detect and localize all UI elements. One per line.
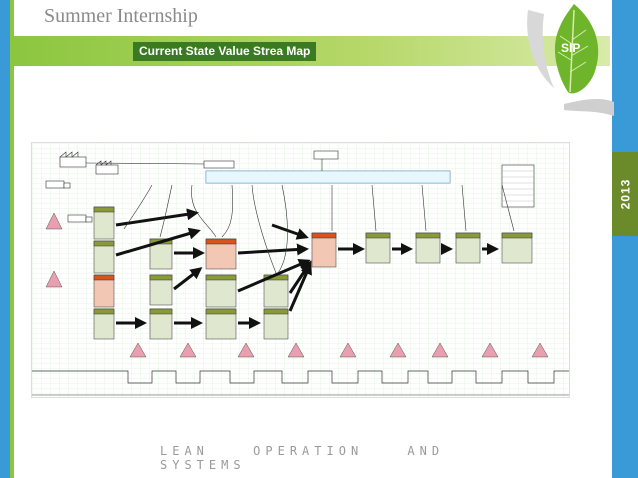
footer-word-and: AND — [407, 444, 445, 458]
footer-word-operation: OPERATION — [253, 444, 364, 458]
factory-icon — [59, 151, 87, 168]
leaf-icon — [527, 4, 614, 116]
left-accent-stripe — [10, 0, 14, 478]
factory-icon — [95, 160, 119, 175]
inventory-triangle-icon — [45, 270, 63, 288]
right-accent-bar — [612, 0, 638, 478]
footer-word-systems: SYSTEMS — [160, 458, 246, 472]
truck-icon — [67, 214, 93, 223]
slide-subtitle: Current State Value Strea Map — [133, 42, 317, 61]
footer-word-lean: LEAN — [160, 444, 209, 458]
left-accent-bar — [0, 0, 10, 478]
logo-text: SIP — [561, 41, 581, 55]
push-arrow-icon — [115, 208, 499, 329]
hands-icon — [527, 10, 554, 88]
year-label: 2013 — [618, 178, 633, 210]
footer-text: LEAN OPERATION AND SYSTEMS — [160, 444, 490, 472]
truck-icon — [45, 180, 71, 189]
inventory-triangle-icon — [45, 212, 63, 230]
value-stream-map — [31, 142, 570, 398]
year-tab: 2013 — [612, 152, 638, 236]
value-stream-map-drawing — [32, 143, 569, 397]
slide-title: Summer Internship — [44, 5, 198, 27]
